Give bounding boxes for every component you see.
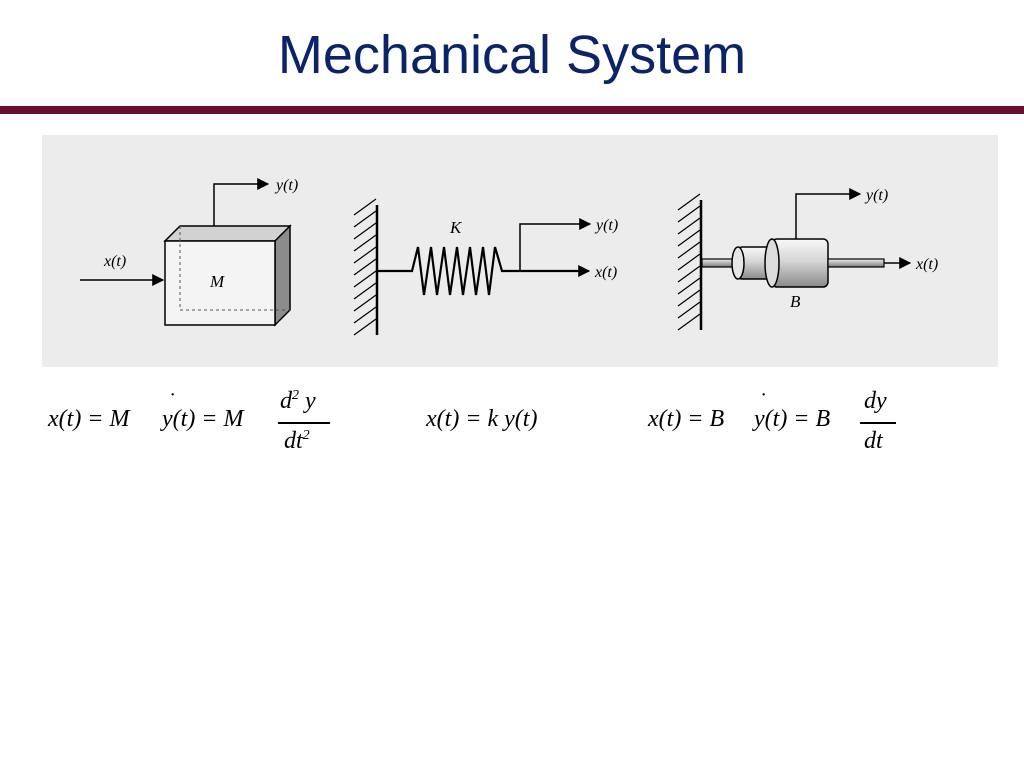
mass-eq-denominator: dt2 <box>284 428 310 454</box>
spring-equation: x(t) = k y(t) <box>426 388 606 468</box>
mass-input-label: x(t) <box>103 253 126 270</box>
damper-eq-numerator: dy <box>864 388 887 414</box>
mass-block <box>163 224 292 327</box>
spring-eq-text: x(t) = k y(t) <box>426 406 538 432</box>
mass-label: M <box>209 272 225 291</box>
damper-eq-fraction-bar <box>860 422 896 424</box>
spring-output-label: y(t) <box>594 217 618 234</box>
damper-label: B <box>790 292 801 311</box>
spring-label: K <box>449 218 463 237</box>
mass-eq-fraction-bar <box>278 422 330 424</box>
mass-output-label: y(t) <box>274 177 298 194</box>
damper-output-label: y(t) <box>864 187 888 204</box>
slide-title: Mechanical System <box>277 25 747 85</box>
mass-eq-numerator: d2 y <box>280 388 316 414</box>
damper-output-arrow <box>795 188 862 239</box>
mass-eq-ydot: y(t) = M <box>162 406 244 432</box>
mechanical-elements-figure: M x(t) y(t) K y(t) x(t) B y(t) <box>42 135 998 367</box>
mass-equation: x(t) = M ˙ y(t) = M d2 y dt2 <box>48 388 348 468</box>
mass-output-arrow <box>213 178 270 226</box>
spring-wall <box>353 198 379 336</box>
damper-eq-dot: ˙ <box>760 388 768 413</box>
damper-body <box>701 238 885 288</box>
figure-drawing: M x(t) y(t) K y(t) x(t) B y(t) <box>80 177 938 336</box>
damper-wall <box>677 193 703 331</box>
spring-output-arrow <box>519 218 592 271</box>
damper-eq-ydot: y(t) = B <box>754 406 831 432</box>
damper-equation: x(t) = B ˙ y(t) = B dy dt <box>648 388 908 468</box>
damper-eq-denominator: dt <box>864 428 883 454</box>
damper-input-label: x(t) <box>915 256 938 273</box>
mass-eq-lhs: x(t) = M <box>48 406 130 432</box>
title-divider <box>0 106 1024 114</box>
spring-input-label: x(t) <box>594 264 617 281</box>
damper-eq-lhs: x(t) = B <box>648 406 725 432</box>
mass-eq-dot: ˙ <box>169 388 177 413</box>
spring-coil <box>378 246 582 296</box>
